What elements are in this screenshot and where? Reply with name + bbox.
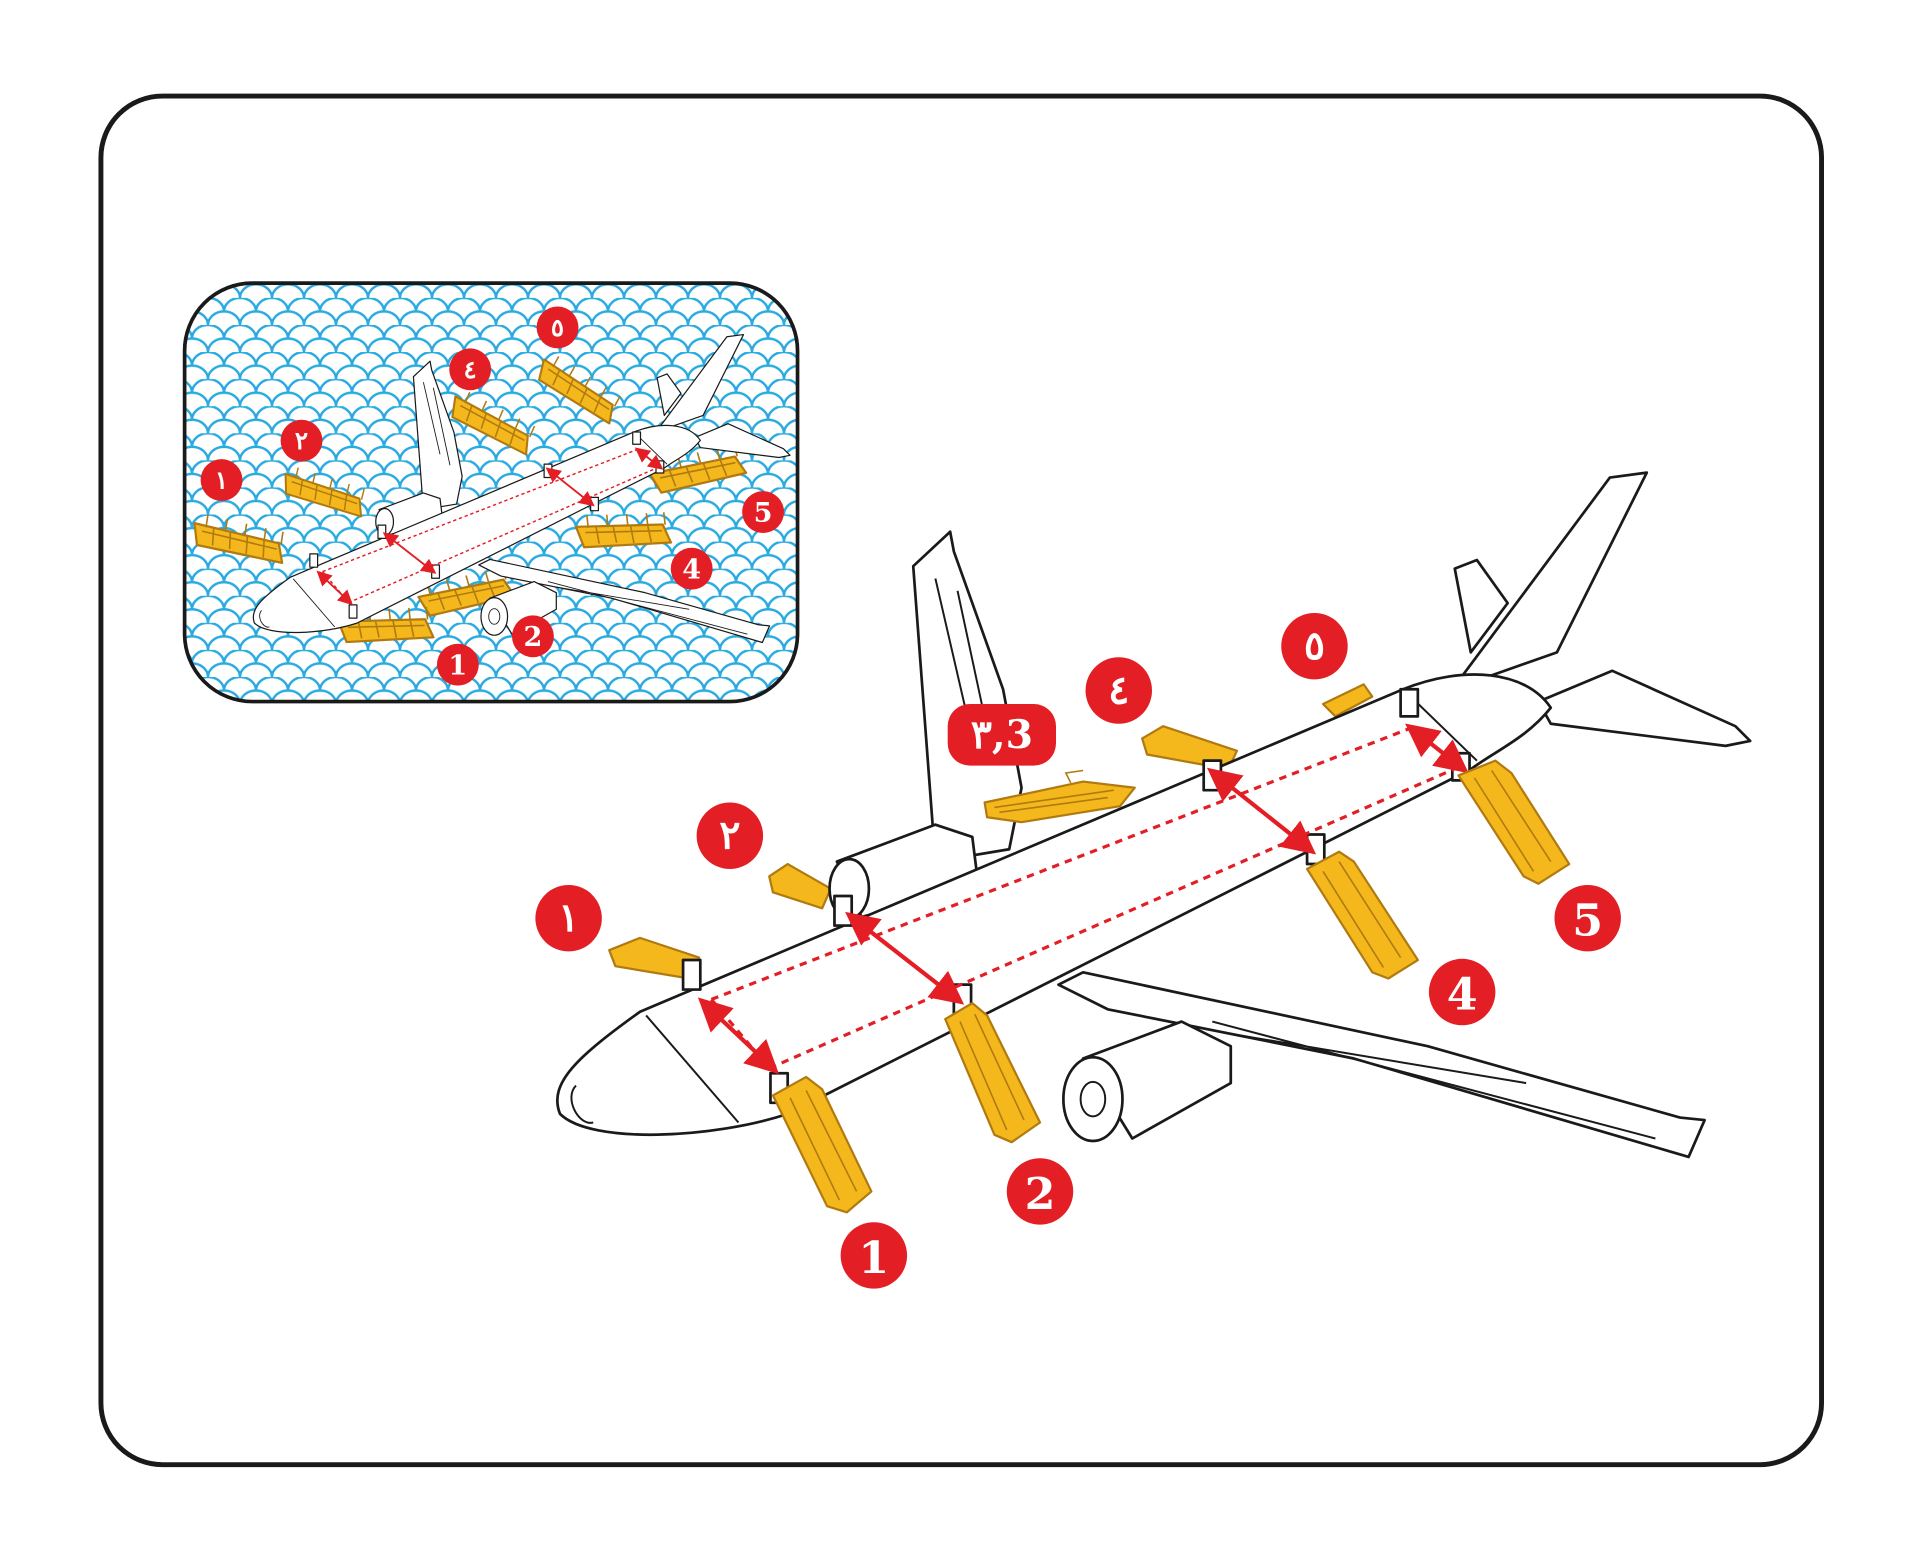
svg-text:4: 4 [682,554,701,585]
badge-door-1: 1 [840,1222,908,1289]
svg-text:1: 1 [448,650,467,681]
slide-far-2 [768,862,832,910]
svg-text:١: ١ [215,466,228,495]
svg-text:٢: ٢ [295,426,308,455]
inset-badge-ar5: ٥ [536,306,579,349]
overwing-raft [983,769,1136,824]
inset-badge-en1: 1 [436,643,479,686]
inset-badge-ar4: ٤ [449,348,492,391]
badge-door-3-overwing: ٣,3 [947,704,1056,766]
svg-text:1: 1 [858,1232,889,1284]
water-landing-inset: ١ ٢ ٤ ٥ 5 4 2 1 [182,281,800,704]
inset-badge-ar2: ٢ [280,419,323,462]
slide-near-1 [771,1075,873,1214]
badge-door-4: 4 [1428,958,1496,1026]
svg-text:١: ١ [558,895,579,941]
svg-text:٥: ٥ [1304,623,1325,669]
svg-text:٤: ٤ [1108,667,1129,713]
svg-text:٣,3: ٣,3 [971,712,1033,758]
badge-door-2: 2 [1006,1158,1074,1225]
svg-text:٢: ٢ [719,813,740,859]
slide-far-5 [1321,683,1374,718]
inset-badge-en5: 5 [742,491,784,533]
svg-text:2: 2 [524,622,543,653]
svg-text:5: 5 [754,498,773,529]
badge-door-5: 5 [1554,884,1621,952]
inset-badge-ar1: ١ [200,459,243,501]
slide-near-4 [1305,850,1419,980]
badge-door-1-arabic: ١ [535,884,602,952]
svg-text:٤: ٤ [464,355,477,384]
badge-door-4-arabic: ٤ [1085,657,1152,724]
svg-text:٥: ٥ [551,313,564,342]
slide-near-5 [1457,759,1571,885]
svg-text:2: 2 [1025,1168,1056,1220]
svg-text:5: 5 [1572,895,1603,947]
slide-near-2 [944,1002,1042,1144]
svg-text:4: 4 [1447,968,1478,1020]
inset-badge-en4: 4 [670,547,713,590]
inset-badge-en2: 2 [512,615,554,658]
main-airplane [557,473,1750,1214]
badge-door-2-arabic: ٢ [696,802,764,869]
badge-door-5-arabic: ٥ [1281,612,1348,680]
